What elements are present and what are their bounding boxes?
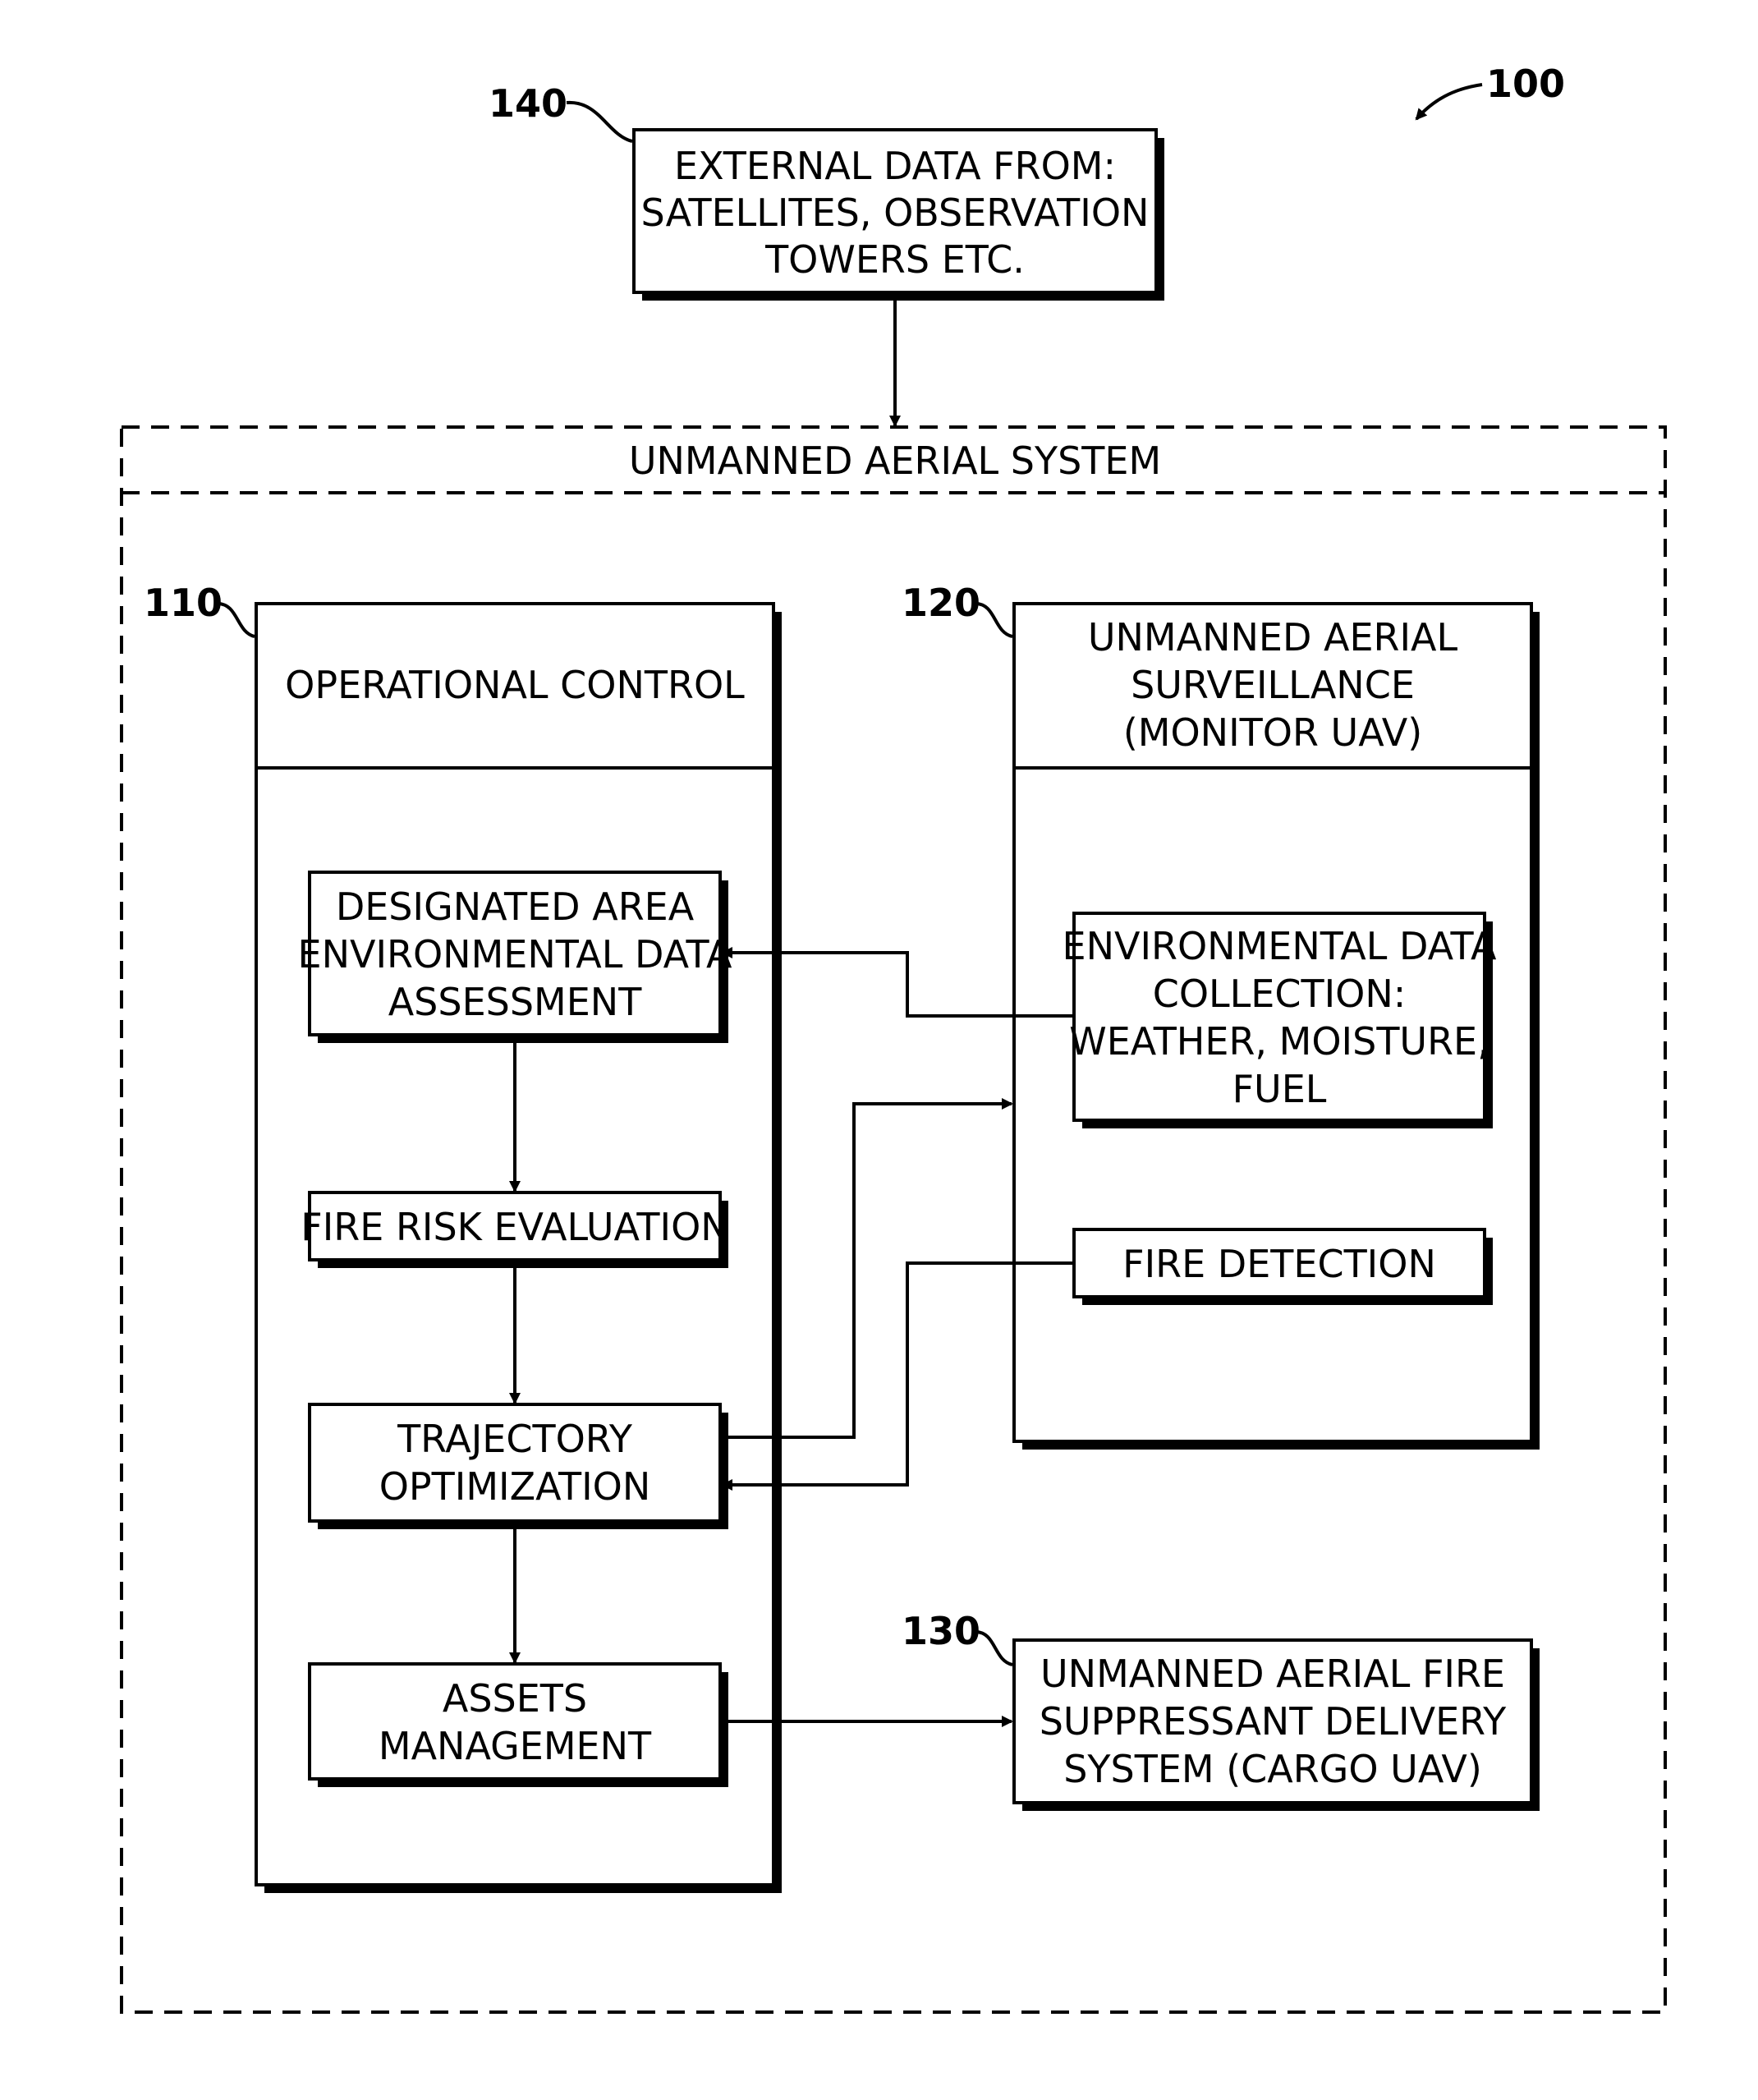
assessment-line-3: ASSESSMENT: [388, 980, 642, 1024]
delivery-line-3: SYSTEM (CARGO UAV): [1063, 1747, 1482, 1791]
surveillance-ref-label: 120: [902, 581, 980, 625]
surveillance-ref-leader: [975, 604, 1012, 636]
fire-detection-label: FIRE DETECTION: [1122, 1242, 1436, 1286]
operational-ref-label: 110: [144, 581, 223, 625]
env-collection-line-4: FUEL: [1232, 1067, 1327, 1111]
external-line-1: EXTERNAL DATA FROM:: [674, 144, 1116, 188]
surveillance-title-line-1: UNMANNED AERIAL: [1088, 615, 1458, 659]
trajectory-line-1: TRAJECTORY: [397, 1417, 633, 1461]
delivery-ref-label: 130: [902, 1609, 980, 1653]
external-line-2: SATELLITES, OBSERVATION: [641, 191, 1150, 235]
figure-ref-label: 100: [1486, 62, 1565, 106]
env-collection-line-2: COLLECTION:: [1153, 972, 1407, 1016]
operational-ref-leader: [218, 604, 255, 636]
delivery-ref-leader: [975, 1632, 1012, 1665]
delivery-line-2: SUPPRESSANT DELIVERY: [1040, 1699, 1507, 1744]
system-title: UNMANNED AERIAL SYSTEM: [629, 439, 1161, 483]
external-ref-label: 140: [489, 81, 567, 126]
env-collection-line-3: WEATHER, MOISTURE,: [1069, 1019, 1489, 1064]
assets-line-2: MANAGEMENT: [379, 1724, 652, 1768]
surveillance-title-line-3: (MONITOR UAV): [1123, 710, 1422, 755]
external-ref-leader: [567, 103, 632, 141]
fire-risk-label: FIRE RISK EVALUATION: [301, 1205, 728, 1249]
delivery-line-1: UNMANNED AERIAL FIRE: [1040, 1652, 1505, 1696]
trajectory-line-2: OPTIMIZATION: [379, 1464, 651, 1509]
env-collection-line-1: ENVIRONMENTAL DATA: [1063, 924, 1498, 968]
figure-ref-arrow: [1416, 85, 1482, 119]
surveillance-title-line-2: SURVEILLANCE: [1131, 663, 1415, 707]
external-line-3: TOWERS ETC.: [764, 237, 1025, 282]
operational-control-title: OPERATIONAL CONTROL: [285, 663, 745, 707]
assets-line-1: ASSETS: [443, 1676, 587, 1721]
assessment-line-2: ENVIRONMENTAL DATA: [298, 932, 733, 976]
assessment-line-1: DESIGNATED AREA: [336, 885, 695, 929]
